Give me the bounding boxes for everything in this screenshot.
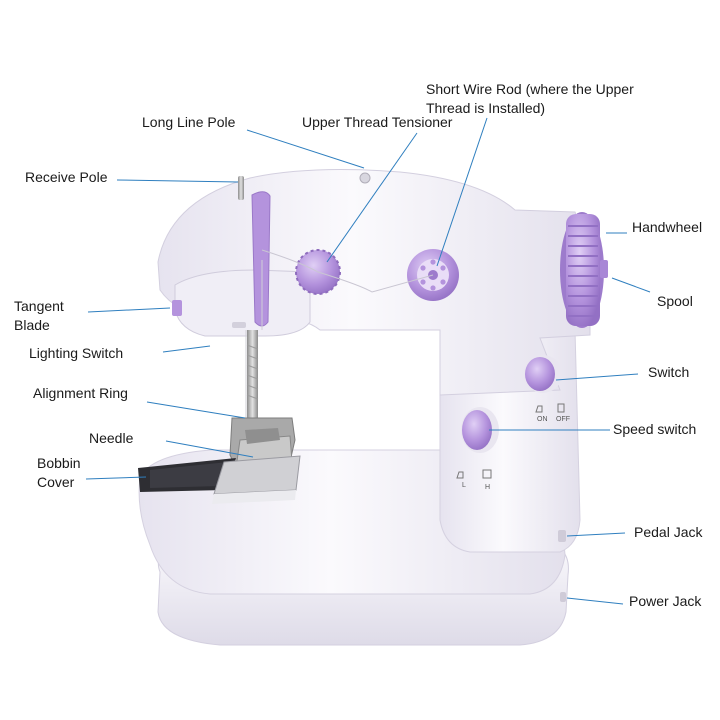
- label-needle: Needle: [89, 430, 134, 446]
- marking-high: H: [485, 484, 491, 491]
- label-switch: Switch: [648, 364, 690, 380]
- label-power-jack: Power Jack: [629, 593, 702, 609]
- marking-on: ON: [537, 416, 548, 423]
- label-short-wire-rod-line1: Short Wire Rod (where the Upper: [426, 81, 634, 97]
- label-tangent-blade-line1: Tangent: [14, 298, 64, 314]
- power-switch-graphic: [524, 355, 562, 393]
- marking-low: L: [462, 482, 466, 489]
- label-alignment-ring: Alignment Ring: [33, 385, 128, 401]
- label-long-line-pole: Long Line Pole: [142, 114, 236, 130]
- needle-bar-graphic: [247, 330, 258, 432]
- label-lighting-switch: Lighting Switch: [29, 345, 124, 361]
- label-short-wire-rod-line2: Thread is Installed): [426, 100, 546, 116]
- label-receive-pole: Receive Pole: [25, 169, 108, 185]
- receive-pole-graphic: [238, 176, 244, 200]
- handwheel-graphic: [560, 212, 608, 328]
- marking-off: OFF: [556, 416, 570, 423]
- thread-guide-panel: [251, 191, 271, 327]
- label-spool: Spool: [657, 293, 693, 309]
- label-handwheel: Handwheel: [632, 219, 703, 235]
- label-speed-switch: Speed switch: [613, 421, 697, 437]
- label-upper-thread-tensioner: Upper Thread Tensioner: [302, 114, 453, 130]
- leader-lines: [85, 117, 651, 605]
- label-pedal-jack: Pedal Jack: [634, 524, 703, 540]
- label-bobbin-cover-line2: Cover: [37, 474, 75, 490]
- label-bobbin-cover-line1: Bobbin: [37, 455, 81, 471]
- label-tangent-blade-line2: Blade: [14, 317, 50, 333]
- speed-switch-graphic: [461, 407, 499, 453]
